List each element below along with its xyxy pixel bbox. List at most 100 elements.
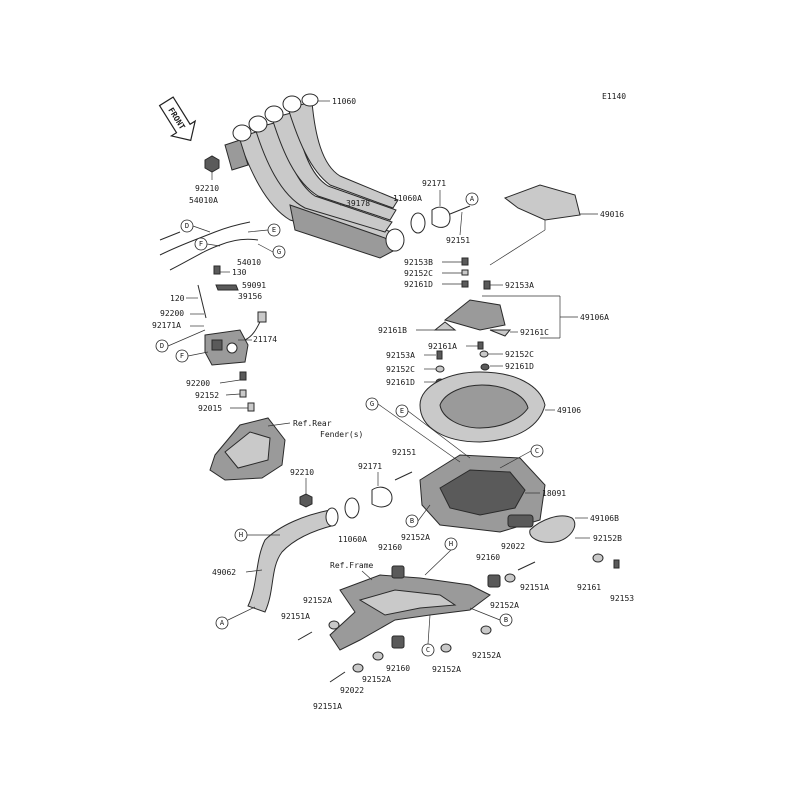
part-label-92152A-b3: 92152A	[362, 675, 391, 684]
part-label-92152A-left: 92152A	[303, 596, 332, 605]
part-label-92151-top: 92151	[446, 236, 470, 245]
part-label-92160-c: 92160	[386, 664, 410, 673]
exhaust-valve-actuator	[204, 311, 267, 366]
part-label-54010: 54010	[237, 258, 261, 267]
strap-59091	[215, 284, 239, 291]
callout-D-1: D	[180, 219, 194, 233]
part-label-92200-a: 92200	[160, 309, 184, 318]
front-arrow-icon: FRONT	[158, 96, 197, 142]
svg-text:H: H	[449, 540, 453, 548]
part-label-49106A: 49106A	[580, 313, 609, 322]
part-label-11060: 11060	[332, 97, 356, 106]
part-label-92210-mid: 92210	[290, 468, 314, 477]
svg-text:D: D	[185, 222, 189, 230]
part-label-92161: 92161	[577, 583, 601, 592]
part-label-92153A-left: 92153A	[386, 351, 415, 360]
end-cap-49106B	[529, 515, 576, 543]
part-label-92153: 92153	[610, 594, 634, 603]
part-label-130: 130	[232, 268, 247, 277]
svg-text:G: G	[370, 400, 374, 408]
connecting-pipe-49062	[247, 507, 339, 613]
part-label-59091: 59091	[242, 281, 266, 290]
part-label-18091: 18091	[542, 489, 566, 498]
part-label-92152: 92152	[195, 391, 219, 400]
svg-text:E: E	[272, 226, 276, 234]
heat-guard-49106A	[433, 299, 512, 337]
svg-text:C: C	[426, 646, 430, 654]
part-label-92152C-left: 92152C	[386, 365, 415, 374]
part-label-92022-right: 92022	[501, 542, 525, 551]
part-label-92151A-bottom: 92151A	[313, 702, 342, 711]
part-label-92151A-right: 92151A	[520, 583, 549, 592]
gasket-11060A-top	[410, 212, 426, 234]
part-label-92171-top: 92171	[422, 179, 446, 188]
muffler-mounting-bracket	[329, 574, 491, 651]
part-label-92153A-top: 92153A	[505, 281, 534, 290]
clamp-92171-top	[431, 206, 451, 228]
callout-C-1: C	[530, 444, 544, 458]
part-label-92161D-top: 92161D	[404, 280, 433, 289]
muffler-cover-49106	[419, 371, 546, 443]
part-label-92161D-right: 92161D	[505, 362, 534, 371]
callout-H-1: H	[234, 528, 248, 542]
part-label-92152B: 92152B	[593, 534, 622, 543]
nut-92210	[204, 155, 220, 173]
callout-E-1: E	[267, 223, 281, 237]
part-label-54010A: 54010A	[189, 196, 218, 205]
callout-H-2: H	[444, 537, 458, 551]
callout-B-1: B	[405, 514, 419, 528]
part-label-92161A: 92161A	[428, 342, 457, 351]
part-label-92153B: 92153B	[404, 258, 433, 267]
part-label-92171A: 92171A	[152, 321, 181, 330]
callout-B-2: B	[499, 613, 513, 627]
part-label-92161B: 92161B	[378, 326, 407, 335]
part-label-21174: 21174	[253, 335, 277, 344]
callout-A-1: A	[465, 192, 479, 206]
callout-G-2: G	[365, 397, 379, 411]
part-label-92152A-mid: 92152A	[401, 533, 430, 542]
svg-text:F: F	[199, 240, 203, 248]
callout-G-1: G	[272, 245, 286, 259]
part-label-92152A-b1: 92152A	[432, 665, 461, 674]
part-label-92161D-left: 92161D	[386, 378, 415, 387]
ref-rear-fender-label-2: Fender(s)	[320, 430, 363, 439]
ref-rear-fender-label: Ref.Rear	[293, 419, 332, 428]
part-label-120: 120	[170, 294, 185, 303]
part-label-92015: 92015	[198, 404, 222, 413]
muffler-body-18091	[419, 454, 546, 533]
part-label-92161C: 92161C	[520, 328, 549, 337]
callout-E-2: E	[395, 404, 409, 418]
svg-text:F: F	[180, 352, 184, 360]
diagram-code: E1140	[602, 92, 626, 101]
callout-A-2: A	[215, 616, 229, 630]
callout-F-1: F	[194, 237, 208, 251]
part-label-11060A-top: 11060A	[393, 194, 422, 203]
part-label-39156: 39156	[238, 292, 262, 301]
svg-text:E: E	[400, 407, 404, 415]
part-label-49016: 49016	[600, 210, 624, 219]
ref-frame-label: Ref.Frame	[330, 561, 374, 570]
part-label-92152A-b2: 92152A	[472, 651, 501, 660]
part-label-92151-mid: 92151	[392, 448, 416, 457]
part-label-92160-a: 92160	[378, 543, 402, 552]
part-label-39178: 39178	[346, 199, 370, 208]
part-label-92022-bottom: 92022	[340, 686, 364, 695]
svg-text:D: D	[160, 342, 164, 350]
part-label-49062: 49062	[212, 568, 236, 577]
part-label-92152C-top: 92152C	[404, 269, 433, 278]
svg-text:B: B	[410, 517, 414, 525]
part-label-92152A-right: 92152A	[490, 601, 519, 610]
svg-text:G: G	[277, 248, 281, 256]
svg-text:H: H	[239, 531, 243, 539]
svg-text:A: A	[470, 195, 475, 203]
part-label-11060A-mid: 11060A	[338, 535, 367, 544]
clamp-92171-mid	[371, 486, 393, 508]
part-label-92151A-left: 92151A	[281, 612, 310, 621]
exhaust-header-pipes	[224, 95, 405, 259]
gasket-11060A-mid	[344, 497, 360, 519]
svg-text:C: C	[535, 447, 539, 455]
rear-fender-bracket	[209, 417, 286, 481]
svg-text:A: A	[220, 619, 225, 627]
